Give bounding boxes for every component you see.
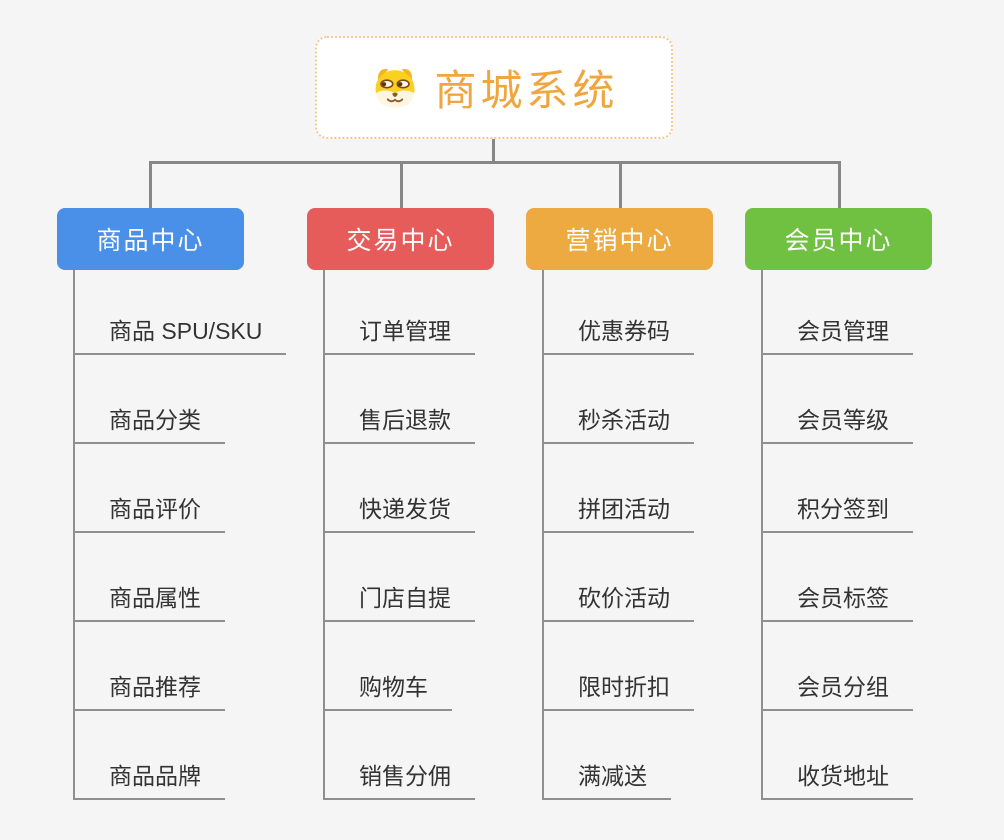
branch-topic-label: 会员中心 — [784, 227, 893, 255]
sub-topic[interactable]: 商品属性 — [75, 533, 225, 622]
sub-topic[interactable]: 拼团活动 — [544, 444, 694, 533]
branch-member-center: 会员中心 会员管理 会员等级 积分签到 会员标签 会员分组 收货地址 — [745, 208, 932, 800]
connector-root-drop — [492, 139, 495, 164]
sub-topic[interactable]: 秒杀活动 — [544, 355, 694, 444]
sub-topic[interactable]: 门店自提 — [325, 533, 475, 622]
sub-topic[interactable]: 砍价活动 — [544, 533, 694, 622]
connector-drop-trade-center — [400, 161, 403, 209]
connector-drop-marketing-center — [619, 161, 622, 209]
branch-items-marketing-center: 优惠券码 秒杀活动 拼团活动 砍价活动 限时折扣 满减送 — [542, 270, 713, 800]
sub-topic[interactable]: 会员管理 — [763, 270, 913, 355]
sub-topic[interactable]: 快递发货 — [325, 444, 475, 533]
sub-topic[interactable]: 收货地址 — [763, 711, 913, 800]
sub-topic[interactable]: 优惠券码 — [544, 270, 694, 355]
branch-product-center: 商品中心 商品 SPU/SKU 商品分类 商品评价 商品属性 商品推荐 商品品牌 — [57, 208, 287, 800]
branch-topic-marketing-center[interactable]: 营销中心 — [526, 208, 713, 270]
branch-topic-trade-center[interactable]: 交易中心 — [307, 208, 494, 270]
root-topic[interactable]: 商城系统 — [315, 36, 673, 139]
branch-topic-product-center[interactable]: 商品中心 — [57, 208, 244, 270]
sub-topic[interactable]: 限时折扣 — [544, 622, 694, 711]
sub-topic[interactable]: 商品推荐 — [75, 622, 225, 711]
sub-topic[interactable]: 商品评价 — [75, 444, 225, 533]
connector-drop-member-center — [838, 161, 841, 209]
dog-face-icon — [369, 62, 421, 114]
sub-topic[interactable]: 会员等级 — [763, 355, 913, 444]
branch-items-member-center: 会员管理 会员等级 积分签到 会员标签 会员分组 收货地址 — [761, 270, 932, 800]
connector-drop-product-center — [149, 161, 152, 209]
branch-items-product-center: 商品 SPU/SKU 商品分类 商品评价 商品属性 商品推荐 商品品牌 — [73, 270, 287, 800]
branch-topic-label: 商品中心 — [96, 227, 205, 255]
sub-topic[interactable]: 会员标签 — [763, 533, 913, 622]
root-topic-label: 商城系统 — [434, 67, 619, 114]
sub-topic[interactable]: 销售分佣 — [325, 711, 475, 800]
branch-topic-member-center[interactable]: 会员中心 — [745, 208, 932, 270]
sub-topic[interactable]: 商品品牌 — [75, 711, 225, 800]
sub-topic[interactable]: 商品分类 — [75, 355, 225, 444]
branch-trade-center: 交易中心 订单管理 售后退款 快递发货 门店自提 购物车 销售分佣 — [307, 208, 494, 800]
sub-topic[interactable]: 会员分组 — [763, 622, 913, 711]
sub-topic[interactable]: 满减送 — [544, 711, 671, 800]
connector-bus — [150, 161, 840, 164]
branch-marketing-center: 营销中心 优惠券码 秒杀活动 拼团活动 砍价活动 限时折扣 满减送 — [526, 208, 713, 800]
sub-topic[interactable]: 售后退款 — [325, 355, 475, 444]
branch-topic-label: 交易中心 — [346, 227, 455, 255]
branch-topic-label: 营销中心 — [565, 227, 674, 255]
branch-items-trade-center: 订单管理 售后退款 快递发货 门店自提 购物车 销售分佣 — [323, 270, 494, 800]
sub-topic[interactable]: 积分签到 — [763, 444, 913, 533]
sub-topic[interactable]: 订单管理 — [325, 270, 475, 355]
sub-topic[interactable]: 购物车 — [325, 622, 452, 711]
sub-topic[interactable]: 商品 SPU/SKU — [75, 270, 287, 355]
